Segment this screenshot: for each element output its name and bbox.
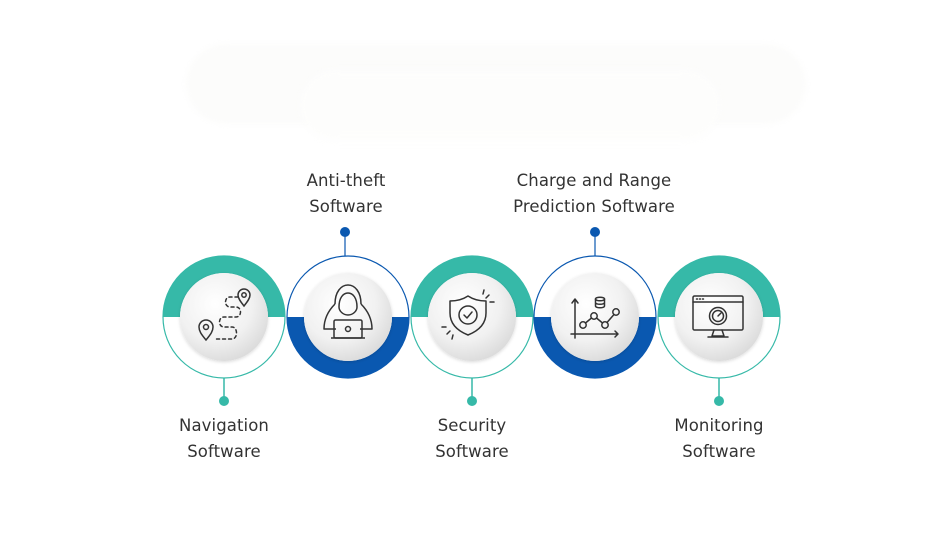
label-line: Software: [435, 442, 509, 461]
label-line: Prediction Software: [513, 197, 675, 216]
route-map-pin-icon: [198, 288, 251, 342]
node-monitoring: [657, 255, 781, 406]
label-line: Monitoring: [674, 416, 764, 435]
label-line: Software: [187, 442, 261, 461]
label-line: Security: [437, 416, 507, 435]
chart-database-icon: [570, 296, 620, 339]
label-navigation: Navigation Software: [114, 413, 334, 465]
label-line: Navigation: [179, 416, 269, 435]
monitor-gauge-icon: [692, 295, 744, 338]
label-anti-theft: Anti-theft Software: [236, 168, 456, 220]
label-line: Software: [309, 197, 383, 216]
label-line: Charge and Range: [516, 171, 672, 190]
connector-dot: [590, 227, 600, 237]
connector-dot: [714, 396, 724, 406]
label-line: Software: [682, 442, 756, 461]
node-anti-theft: [286, 227, 410, 379]
hooded-hacker-laptop-icon: [323, 284, 373, 339]
label-line: Anti-theft: [306, 171, 386, 190]
connector-dot: [340, 227, 350, 237]
connector-dot: [219, 396, 229, 406]
connector-dot: [467, 396, 477, 406]
node-charge-range: [533, 227, 657, 379]
node-security: [410, 255, 534, 406]
node-navigation: [162, 255, 286, 406]
faded-background-blur: [300, 70, 720, 140]
label-monitoring: Monitoring Software: [609, 413, 829, 465]
label-charge-range: Charge and Range Prediction Software: [484, 168, 704, 220]
label-security: Security Software: [362, 413, 582, 465]
shield-check-icon: [441, 289, 495, 340]
